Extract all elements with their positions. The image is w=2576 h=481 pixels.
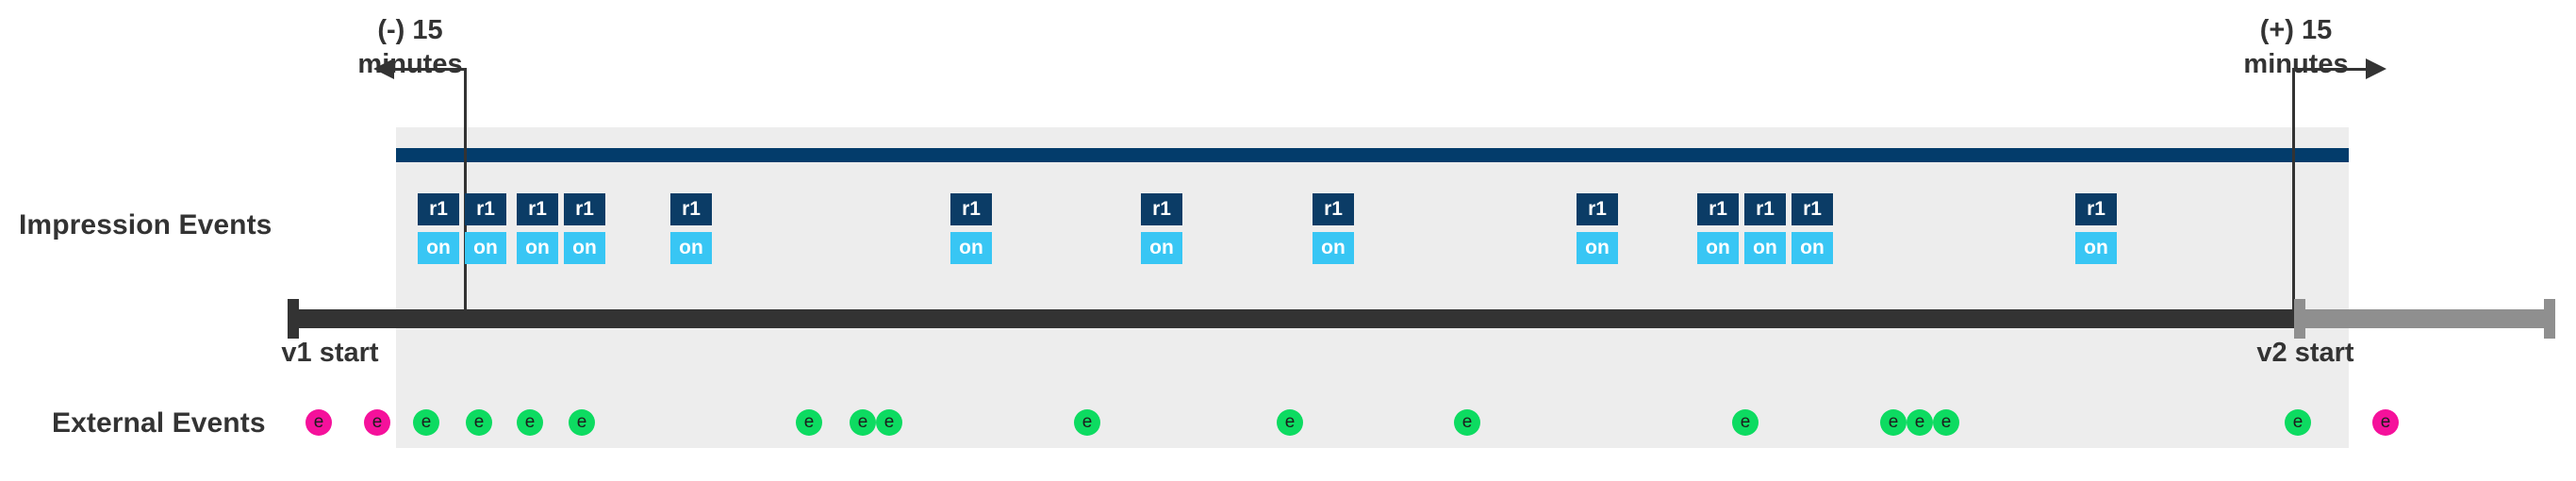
v1-timeline-bar xyxy=(288,309,2296,328)
arrow-right-icon xyxy=(2366,58,2386,79)
external-event-dot-green[interactable]: e xyxy=(1454,409,1480,436)
badge-r1[interactable]: r1 xyxy=(564,193,605,225)
badge-on[interactable]: on xyxy=(1744,232,1786,264)
impression-badge-group[interactable]: r1 on xyxy=(1577,193,1618,264)
impression-badge-group[interactable]: r1 on xyxy=(418,193,459,264)
impression-badge-group[interactable]: r1 on xyxy=(950,193,992,264)
impression-badge-group[interactable]: r1 on xyxy=(1313,193,1354,264)
badge-r1[interactable]: r1 xyxy=(2075,193,2117,225)
v1-start-cap xyxy=(288,299,299,339)
badge-r1[interactable]: r1 xyxy=(1792,193,1833,225)
impression-bar xyxy=(396,148,2349,162)
badge-on[interactable]: on xyxy=(517,232,558,264)
external-event-dot-green[interactable]: e xyxy=(2285,409,2311,436)
badge-on[interactable]: on xyxy=(1697,232,1739,264)
v2-start-cap xyxy=(2294,299,2305,339)
badge-r1[interactable]: r1 xyxy=(670,193,712,225)
external-event-dot-green[interactable]: e xyxy=(1074,409,1100,436)
impression-badge-group[interactable]: r1 on xyxy=(465,193,506,264)
badge-r1[interactable]: r1 xyxy=(465,193,506,225)
external-event-dot-pink[interactable]: e xyxy=(305,409,332,436)
external-event-dot-green[interactable]: e xyxy=(1880,409,1907,436)
external-event-dot-green[interactable]: e xyxy=(1277,409,1303,436)
impression-badge-group[interactable]: r1 on xyxy=(1141,193,1182,264)
minus-15-minutes-annotation: (-) 15 minutes xyxy=(302,13,519,81)
v2-end-cap xyxy=(2544,299,2555,339)
v1-start-label: v1 start xyxy=(281,338,379,368)
external-event-dot-green[interactable]: e xyxy=(1933,409,1959,436)
external-event-dot-pink[interactable]: e xyxy=(2372,409,2399,436)
external-event-dot-green[interactable]: e xyxy=(796,409,822,436)
badge-r1[interactable]: r1 xyxy=(517,193,558,225)
external-event-dot-green[interactable]: e xyxy=(466,409,492,436)
impression-badge-group[interactable]: r1 on xyxy=(1697,193,1739,264)
external-event-dot-green[interactable]: e xyxy=(850,409,876,436)
external-events-label: External Events xyxy=(52,407,266,439)
badge-on[interactable]: on xyxy=(1141,232,1182,264)
badge-on[interactable]: on xyxy=(1577,232,1618,264)
badge-r1[interactable]: r1 xyxy=(1141,193,1182,225)
badge-on[interactable]: on xyxy=(1792,232,1833,264)
badge-on[interactable]: on xyxy=(418,232,459,264)
arrow-left-icon xyxy=(373,58,394,79)
external-event-dot-green[interactable]: e xyxy=(876,409,902,436)
impression-badge-group[interactable]: r1 on xyxy=(2075,193,2117,264)
impression-badge-group[interactable]: r1 on xyxy=(517,193,558,264)
external-event-dot-pink[interactable]: e xyxy=(364,409,390,436)
external-event-dot-green[interactable]: e xyxy=(517,409,543,436)
badge-r1[interactable]: r1 xyxy=(418,193,459,225)
badge-r1[interactable]: r1 xyxy=(950,193,992,225)
external-event-dot-green[interactable]: e xyxy=(569,409,595,436)
attribution-window-band xyxy=(396,127,2349,448)
badge-r1[interactable]: r1 xyxy=(1577,193,1618,225)
badge-on[interactable]: on xyxy=(670,232,712,264)
badge-on[interactable]: on xyxy=(950,232,992,264)
badge-r1[interactable]: r1 xyxy=(1313,193,1354,225)
minus-annotation-line2: minutes xyxy=(357,49,463,79)
external-event-dot-green[interactable]: e xyxy=(413,409,439,436)
v2-start-label: v2 start xyxy=(2256,338,2354,368)
v2-timeline-bar xyxy=(2294,309,2555,328)
minus-annotation-line1: (-) 15 xyxy=(377,15,443,45)
external-event-dot-green[interactable]: e xyxy=(1907,409,1933,436)
impression-badge-group[interactable]: r1 on xyxy=(1792,193,1833,264)
plus-15-marker-line xyxy=(2292,68,2295,320)
impression-badge-group[interactable]: r1 on xyxy=(670,193,712,264)
plus-annotation-line1: (+) 15 xyxy=(2259,15,2333,45)
badge-on[interactable]: on xyxy=(1313,232,1354,264)
badge-on[interactable]: on xyxy=(465,232,506,264)
external-event-dot-green[interactable]: e xyxy=(1732,409,1759,436)
impression-badge-group[interactable]: r1 on xyxy=(1744,193,1786,264)
plus-15-minutes-annotation: (+) 15 minutes xyxy=(2188,13,2404,81)
plus-annotation-line2: minutes xyxy=(2243,49,2349,79)
plus-arrow-stem xyxy=(2292,68,2368,71)
impression-badge-group[interactable]: r1 on xyxy=(564,193,605,264)
badge-r1[interactable]: r1 xyxy=(1697,193,1739,225)
impression-events-label: Impression Events xyxy=(19,209,272,240)
badge-on[interactable]: on xyxy=(564,232,605,264)
badge-r1[interactable]: r1 xyxy=(1744,193,1786,225)
minus-arrow-stem xyxy=(390,68,466,71)
badge-on[interactable]: on xyxy=(2075,232,2117,264)
